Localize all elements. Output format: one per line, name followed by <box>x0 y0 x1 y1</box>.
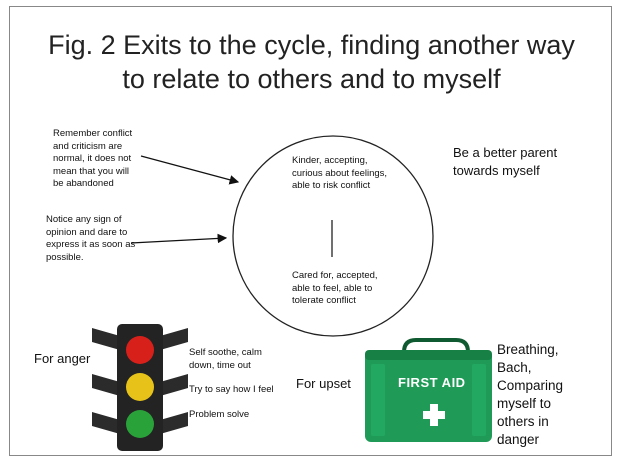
title-line-2: to relate to others and to myself <box>122 64 501 94</box>
title-line-1: Fig. 2 Exits to the cycle, finding anoth… <box>48 30 575 60</box>
first-aid-kit-icon <box>365 338 492 442</box>
for-upset-label: For upset <box>296 376 351 391</box>
red-light <box>126 336 154 364</box>
amber-light-text: Try to say how I feel <box>189 384 274 395</box>
cycle-circle <box>232 135 434 337</box>
arrow-1 <box>140 155 240 185</box>
first-aid-label: FIRST AID <box>398 375 466 390</box>
slide-frame <box>9 6 612 456</box>
circle-bottom-text: Cared for, accepted,able to feel, able t… <box>292 270 378 306</box>
for-anger-label: For anger <box>34 351 91 366</box>
green-light-text: Problem solve <box>189 409 250 420</box>
traffic-light-icon <box>92 324 188 451</box>
amber-light <box>126 373 154 401</box>
circle-top-text: Kinder, accepting,curious about feelings… <box>292 155 388 191</box>
arrow-2 <box>130 233 228 244</box>
slide-title: Fig. 2 Exits to the cycle, finding anoth… <box>0 28 623 96</box>
green-light <box>126 410 154 438</box>
